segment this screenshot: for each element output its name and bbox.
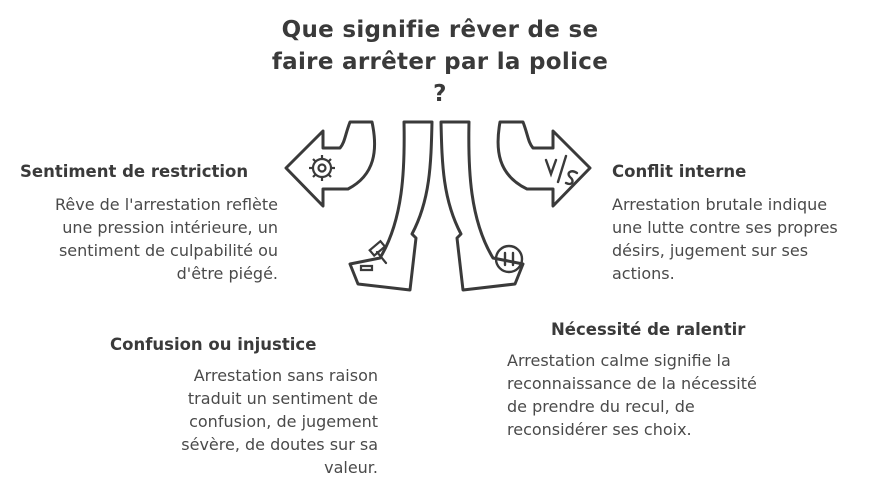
body-confusion: Arrestation sans raison traduit un senti… bbox=[181, 366, 378, 477]
arrow-conflit bbox=[496, 120, 592, 208]
heading-confusion: Confusion ou injustice bbox=[110, 335, 317, 354]
heading-ralentir: Nécessité de ralentir bbox=[551, 320, 746, 339]
diagram-title: Que signifie rêver de se faire arrêter p… bbox=[271, 17, 609, 107]
arrow-ralentir bbox=[439, 120, 525, 292]
heading-conflit: Conflit interne bbox=[612, 162, 747, 181]
gavel-icon bbox=[359, 239, 388, 272]
pause-icon bbox=[494, 244, 524, 274]
handcuffs-icon bbox=[309, 155, 335, 181]
body-restriction: Rêve de l'arrestation reflète une pressi… bbox=[55, 195, 278, 283]
body-conflit: Arrestation brutale indique une lutte co… bbox=[612, 195, 838, 283]
heading-restriction: Sentiment de restriction bbox=[20, 162, 249, 181]
body-ralentir: Arrestation calme signifie la reconnaiss… bbox=[507, 351, 757, 439]
versus-icon bbox=[544, 154, 579, 186]
arrow-confusion bbox=[348, 120, 434, 292]
